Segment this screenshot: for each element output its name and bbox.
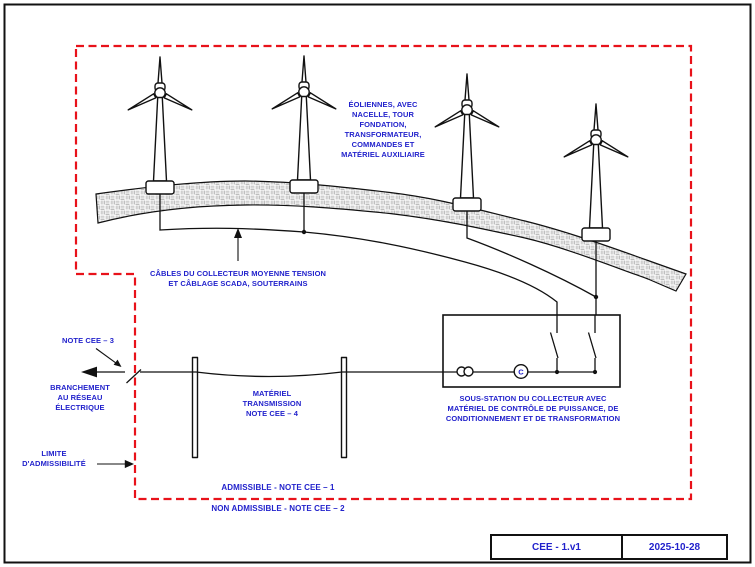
annotation-arrows xyxy=(95,228,242,469)
breaker-icon-1 xyxy=(549,315,559,372)
non-admissible-label: NON ADMISSIBLE - NOTE CEE – 2 xyxy=(211,504,345,513)
c-symbol-label: C xyxy=(518,368,524,377)
sheet-border xyxy=(3,3,752,564)
admissibility-boundary xyxy=(74,44,693,501)
turbines-label: ÉOLIENNES, AVEC NACELLE, TOUR FONDATION,… xyxy=(341,100,425,159)
grid-arrowhead-icon xyxy=(81,366,97,378)
wind-turbine-icon-1 xyxy=(126,56,194,195)
conditioning-icon xyxy=(513,364,529,380)
breaker-icon-2 xyxy=(587,315,597,372)
title-block: CEE - 1.v1 2025-10-28 xyxy=(490,534,728,560)
transmission-pole-2 xyxy=(340,356,348,459)
admissible-label: ADMISSIBLE - NOTE CEE – 1 xyxy=(221,483,335,492)
line-switch-icon xyxy=(126,369,142,384)
substation-internals: C xyxy=(456,315,598,380)
branchement-label: BRANCHEMENT AU RÉSEAU ÉLECTRIQUE xyxy=(50,383,110,412)
cables-label: CÂBLES DU COLLECTEUR MOYENNE TENSION ET … xyxy=(149,269,327,288)
note3-arrowhead-icon xyxy=(113,359,122,367)
transmission-label: MATÉRIEL TRANSMISSION NOTE CEE – 4 xyxy=(242,389,302,418)
title-block-doc-id: CEE - 1.v1 xyxy=(492,536,623,558)
substation-box xyxy=(442,314,621,388)
limite-arrowhead-icon xyxy=(124,459,134,469)
note-cee-3-label: NOTE CEE – 3 xyxy=(61,336,115,345)
title-block-date: 2025-10-28 xyxy=(648,541,701,553)
cables-arrowhead-icon xyxy=(234,228,242,238)
limite-label: LIMITE D'ADMISSIBILITÉ xyxy=(22,449,86,468)
substation-label: SOUS-STATION DU COLLECTEUR AVEC MATÉRIEL… xyxy=(445,394,621,423)
transmission-pole-1 xyxy=(191,356,199,459)
wind-turbine-icon-4 xyxy=(562,103,630,242)
grid-connection-line xyxy=(81,366,595,384)
